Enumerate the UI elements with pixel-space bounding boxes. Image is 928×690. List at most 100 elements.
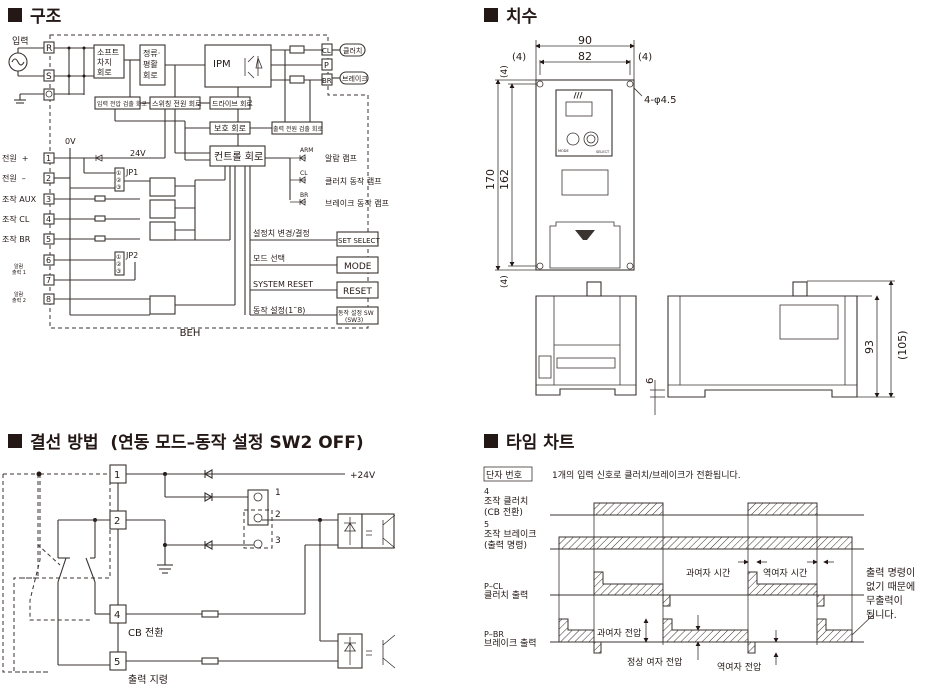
control-label: 동작 설정(1˜8)	[253, 305, 305, 315]
control-label: SYSTEM RESET	[253, 280, 313, 289]
led-icon	[290, 198, 306, 206]
terminal-label: 전원 +	[2, 153, 29, 163]
knob-top	[792, 281, 808, 297]
dimension-drawing: 90 82 (4) (4) 4-φ4.5 170 162 (4) (4) ///…	[484, 34, 909, 415]
section-title-timing: 타임 차트	[484, 428, 574, 453]
terminal-1	[43, 152, 55, 164]
drive-circuit-label: 드라이브 회로	[212, 99, 253, 108]
jp-pin: ②	[116, 261, 122, 268]
terminal-block	[556, 357, 616, 369]
terminal-num: 2	[46, 174, 51, 183]
margin-right-label: (4)	[638, 52, 652, 63]
clutch-output-waveform	[593, 571, 664, 596]
terminal-P-label: P	[324, 61, 329, 70]
square-bullet-icon	[484, 433, 498, 448]
jp-pin: ③	[116, 184, 121, 191]
margin-top-label: (4)	[500, 65, 510, 78]
rectifier-label: 회로	[143, 71, 158, 80]
jp1-label: JP1	[125, 168, 138, 177]
brake-load-label: 브레이크	[342, 74, 368, 83]
led-icon	[290, 154, 306, 162]
control-label: 모드 선택	[253, 253, 285, 263]
terminal-label: 조작 AUX	[2, 194, 37, 204]
control-label: 설정치 변경/결정	[253, 228, 310, 238]
terminal-num: 4	[46, 215, 51, 224]
reset-button	[336, 281, 379, 299]
rectifier-circuit	[139, 44, 166, 86]
terminal-R-label: R	[46, 44, 52, 54]
row-label: 조작 클러치	[484, 495, 528, 507]
terminal-no-label: 단자 번호	[486, 470, 522, 481]
foot-label: 6	[645, 378, 656, 384]
diode-icon	[203, 469, 213, 479]
soft-start-label: 소프트	[97, 48, 119, 57]
brake-signal-level	[558, 536, 853, 550]
terminal-num: 6	[46, 256, 51, 265]
block-diagram: BEH 입력 R S 소프트 차지 회로 정류· 평활 회로 IPM	[2, 34, 389, 339]
soft-start-label: 회로	[97, 68, 112, 77]
terminal-num: 1	[46, 154, 51, 163]
jumper-pin-label: 2	[275, 510, 281, 520]
jp-pin: ①	[116, 170, 121, 177]
width-outer-label: 90	[578, 34, 592, 47]
section-title-structure: 구조	[8, 2, 61, 27]
normal-excite-voltage-label: 정상 여자 전압	[627, 656, 682, 668]
lamp-code: CL	[300, 170, 308, 177]
brake-output-waveform	[816, 618, 853, 643]
protect-circuit-label: 보호 회로	[214, 124, 246, 133]
lamp-code: ARM	[300, 147, 313, 154]
square-bullet-icon	[8, 7, 22, 22]
panel-mode-label: MODE	[558, 149, 569, 153]
switching-power-label: 스위칭 전원 회로	[152, 99, 202, 108]
section-title-dimensions: 치수	[484, 2, 537, 27]
control-button-label: MODE	[344, 262, 372, 272]
jp-pin: ①	[116, 254, 121, 261]
alarm-out2-label: 출력 2	[12, 297, 26, 304]
alarm-out1-label: 출력 1	[12, 269, 26, 276]
diode-icon	[95, 154, 103, 162]
front-view-outline	[535, 79, 635, 271]
terminal-label: 조작 BR	[2, 234, 31, 244]
display-window	[565, 101, 593, 117]
zero-volt-label: 0V	[65, 137, 76, 146]
left-terminal-block: 1 전원 + 2 전원 – 3 조작 AUX 4 조작 CL 5 조작 BR 6…	[2, 152, 55, 305]
control-panel	[555, 89, 613, 157]
jumper-pin	[253, 513, 263, 523]
rectifier-label: 평활	[143, 59, 158, 69]
jp1-jumper	[114, 167, 125, 192]
timing-chart: 단자 번호 1개의 입력 신호로 클러치/브레이크가 전환됩니다. 4 조작 클…	[483, 466, 915, 673]
enclosure-border	[49, 34, 369, 329]
led-icon	[290, 176, 306, 184]
height-outer-label: 170	[484, 169, 497, 190]
side-switch	[538, 355, 552, 379]
mount-hole-icon	[626, 262, 634, 270]
alarm-out2-label: 알람	[14, 291, 24, 298]
over-excite-voltage-label: 과여자 전압	[597, 627, 641, 639]
jp-pin: ②	[116, 177, 122, 184]
jumper-pin	[253, 492, 263, 502]
square-bullet-icon	[8, 433, 22, 448]
mount-hole-icon	[536, 262, 544, 270]
terminal-cover	[549, 221, 621, 269]
terminal-num: 5	[114, 657, 120, 668]
set-select-button	[336, 231, 379, 247]
input-voltage-detect-label: 입력 전압 검출 회로	[97, 100, 147, 108]
lamp-label: 브레이크 동작 램프	[325, 198, 389, 208]
height-inner-label: 162	[498, 169, 511, 190]
row-label: (출력 명령)	[484, 539, 527, 551]
row-label: 클러치 출력	[484, 589, 528, 601]
logo-mark: ///	[574, 91, 583, 100]
panel-select-label: SELECT	[596, 150, 610, 154]
mount-hole-icon	[626, 80, 634, 88]
section-title-wiring: 결선 방법 (연동 모드–동작 설정 SW2 OFF)	[8, 428, 364, 453]
clutch-signal-pulse	[747, 502, 818, 516]
jp2-jumper	[114, 251, 125, 276]
row-label: (CB 전환)	[484, 506, 523, 518]
clutch-load-label: 클러치	[343, 46, 362, 55]
no-output-note: 됩니다.	[866, 608, 897, 621]
margin-left-label: (4)	[512, 52, 526, 63]
side-view-outline	[535, 295, 637, 396]
timing-description: 1개의 입력 신호로 클러치/브레이크가 전환됩니다.	[552, 469, 741, 481]
phototransistor-icon	[366, 514, 396, 549]
